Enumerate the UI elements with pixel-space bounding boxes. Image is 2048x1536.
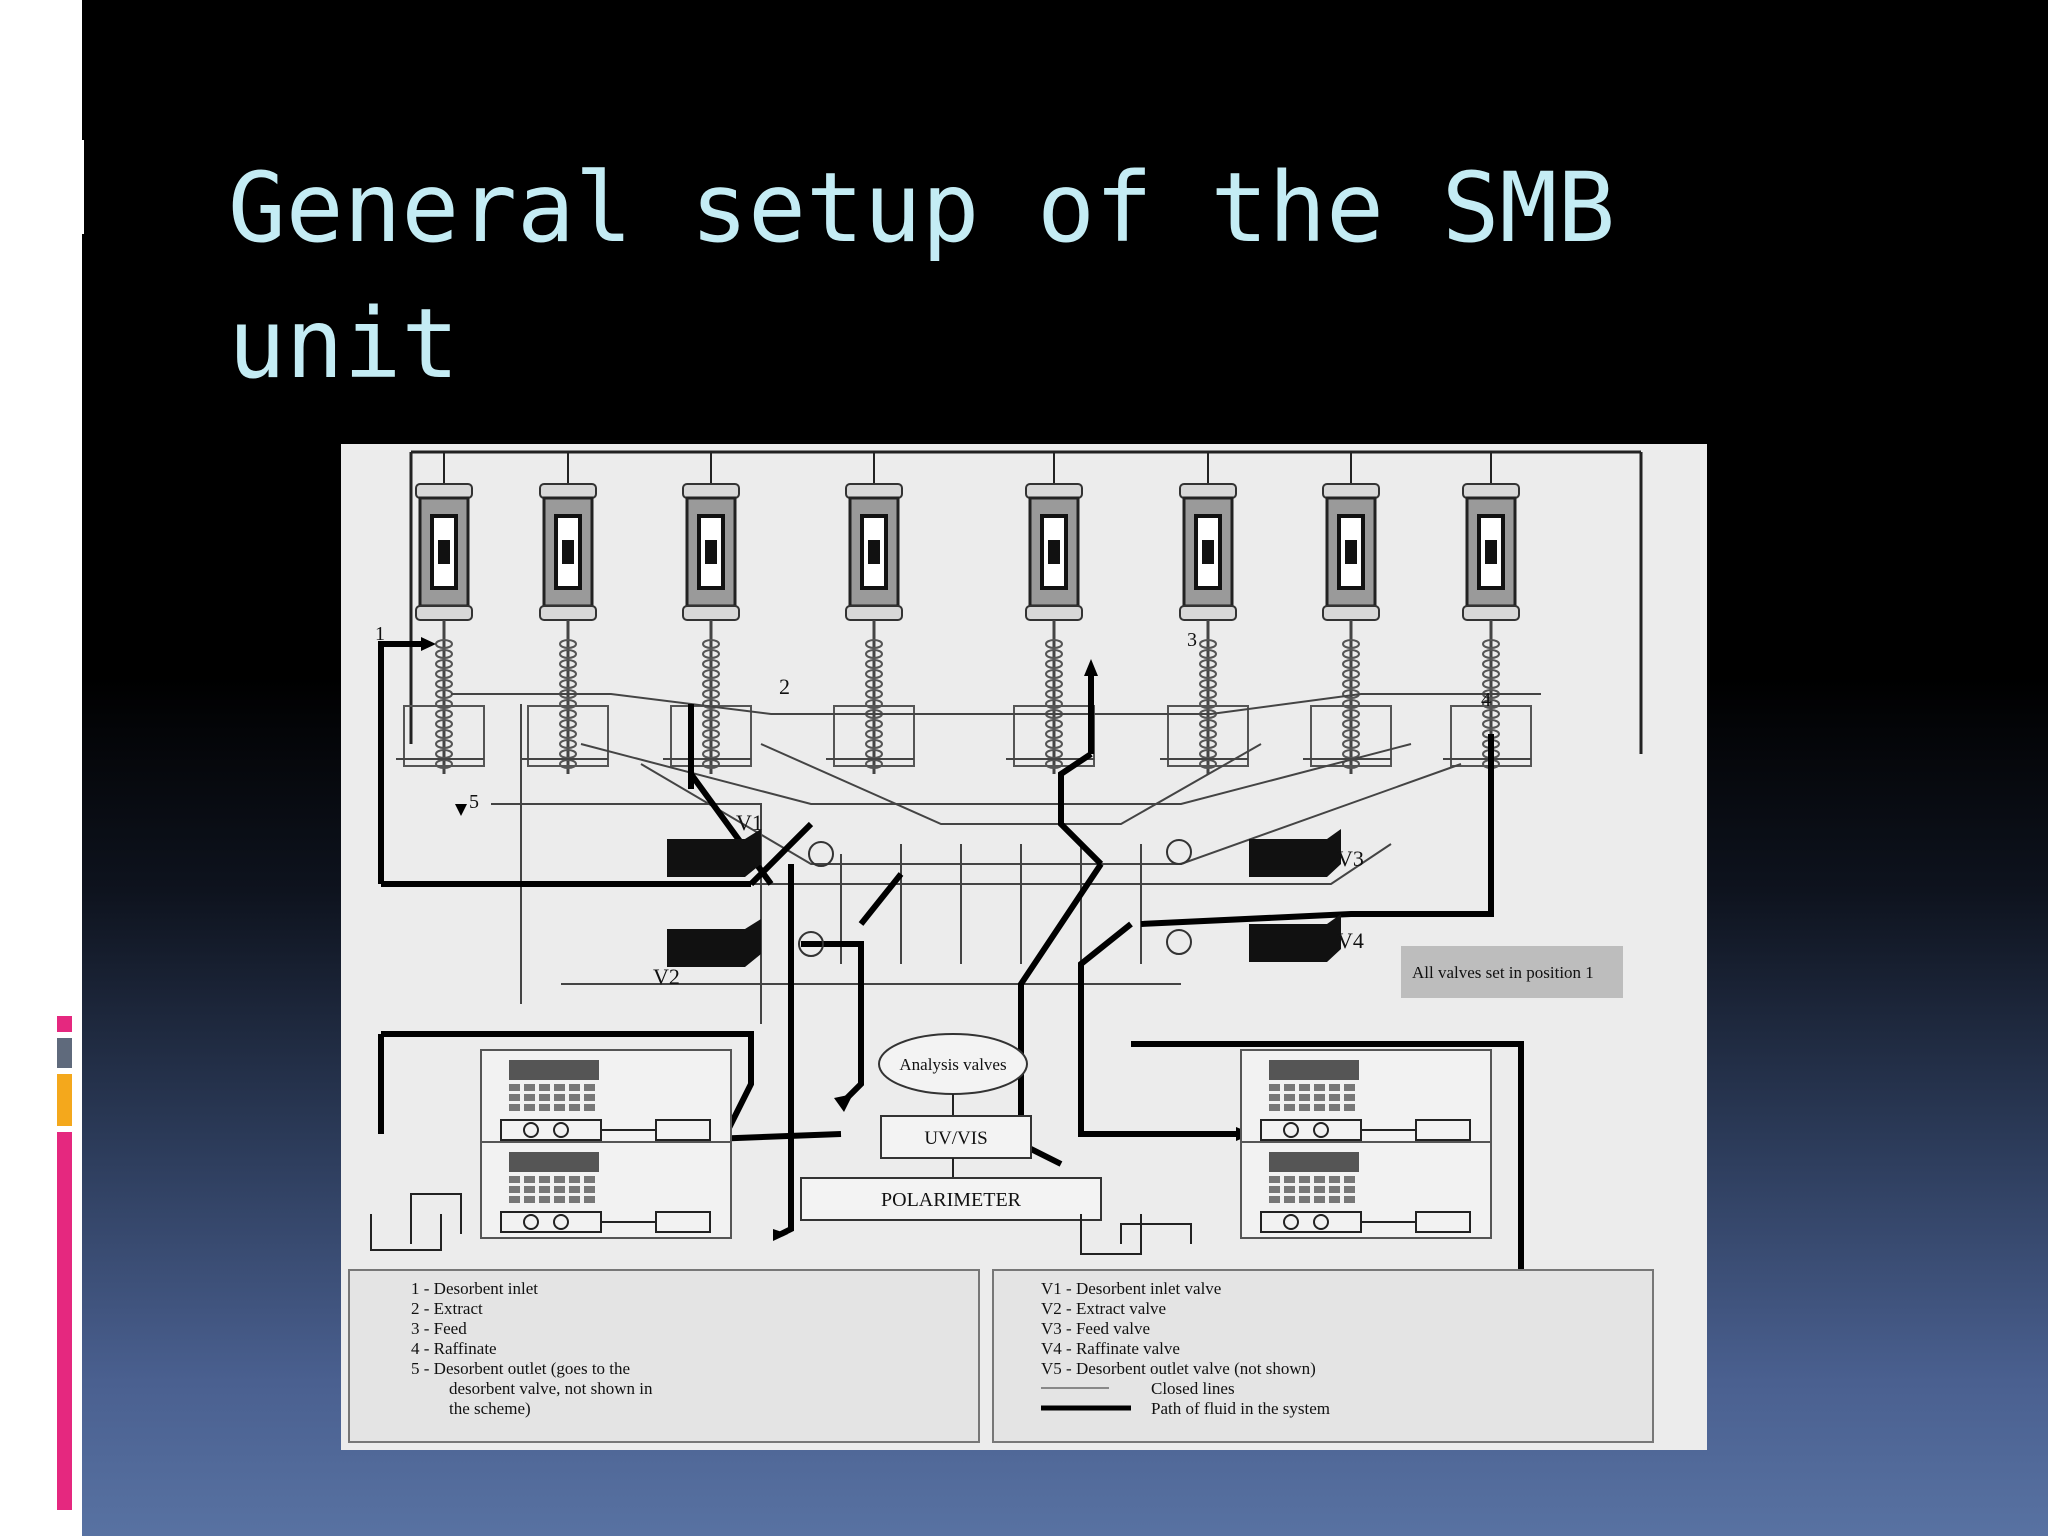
legend-left-line: 3 - Feed bbox=[411, 1319, 467, 1338]
legend-left: 1 - Desorbent inlet 2 - Extract 3 - Feed… bbox=[411, 1279, 653, 1418]
legend-right-line: Path of fluid in the system bbox=[1151, 1399, 1330, 1418]
column bbox=[663, 452, 752, 774]
stream-label-2: 2 bbox=[779, 674, 790, 699]
column bbox=[1006, 452, 1095, 774]
legend-left-line: 5 - Desorbent outlet (goes to the bbox=[411, 1359, 630, 1378]
column bbox=[826, 452, 915, 774]
legend-right-line: Closed lines bbox=[1151, 1379, 1235, 1398]
column-array bbox=[396, 452, 1532, 774]
stream-label-5: 5 bbox=[469, 791, 479, 813]
window-frame-icon bbox=[46, 140, 84, 234]
legend-right-line: V1 - Desorbent inlet valve bbox=[1041, 1279, 1221, 1298]
valve-hubs bbox=[798, 839, 1192, 957]
top-manifold-line bbox=[409, 450, 1643, 754]
legend-right-line: V2 - Extract valve bbox=[1041, 1299, 1166, 1318]
stream-label-1: 1 bbox=[375, 623, 385, 645]
legend-left-line: 2 - Extract bbox=[411, 1299, 483, 1318]
legend-right-line: V5 - Desorbent outlet valve (not shown) bbox=[1041, 1359, 1316, 1378]
decoration-bar-gray bbox=[57, 1038, 72, 1068]
uvvis-box bbox=[880, 1115, 1032, 1159]
pump-unit bbox=[1240, 1141, 1492, 1239]
decoration-bar-pink bbox=[57, 1132, 72, 1510]
valve-label-v1: V1 bbox=[736, 810, 763, 835]
legend-left-line: the scheme) bbox=[449, 1399, 531, 1418]
uvvis-label: UV/VIS bbox=[924, 1128, 987, 1149]
analysis-valves-label: Analysis valves bbox=[899, 1055, 1006, 1074]
stream-label-3: 3 bbox=[1187, 629, 1197, 651]
pump-unit bbox=[480, 1049, 732, 1147]
pump-unit bbox=[1240, 1049, 1492, 1147]
legend-left-line: desorbent valve, not shown in bbox=[449, 1379, 653, 1398]
valve-label-v2: V2 bbox=[653, 964, 680, 989]
pump-units bbox=[480, 1049, 1492, 1239]
legend-left-line: 1 - Desorbent inlet bbox=[411, 1279, 538, 1298]
column bbox=[1160, 452, 1249, 774]
decoration-bar-orange bbox=[57, 1074, 72, 1126]
valve-blocks bbox=[667, 829, 1341, 967]
legend-right-line: V4 - Raffinate valve bbox=[1041, 1339, 1180, 1358]
valve-note-box bbox=[1401, 946, 1623, 998]
column bbox=[396, 452, 485, 774]
valve-label-v3: V3 bbox=[1337, 846, 1364, 871]
legend-left-line: 4 - Raffinate bbox=[411, 1339, 497, 1358]
left-decoration-strip bbox=[0, 0, 82, 1536]
smb-unit-diagram: V1 V2 V3 V4 1 2 3 4 5 All valves set in … bbox=[341, 444, 1707, 1450]
stream-label-4: 4 bbox=[1481, 689, 1491, 711]
slide-title: General setup of the SMB unit bbox=[228, 152, 1616, 400]
decoration-bar-pink-top bbox=[57, 1016, 72, 1032]
pump-unit bbox=[480, 1141, 732, 1239]
reservoirs bbox=[370, 1193, 1192, 1255]
smb-schematic: V1 V2 V3 V4 1 2 3 4 5 All valves set in … bbox=[348, 450, 1654, 1443]
column bbox=[1443, 452, 1532, 774]
valve-note: All valves set in position 1 bbox=[1412, 963, 1594, 982]
column bbox=[520, 452, 609, 774]
legend-right-line: V3 - Feed valve bbox=[1041, 1319, 1150, 1338]
polarimeter-label: POLARIMETER bbox=[881, 1189, 1022, 1211]
legend-right-box bbox=[992, 1269, 1654, 1443]
valve-label-v4: V4 bbox=[1337, 928, 1364, 953]
legend-right: V1 - Desorbent inlet valve V2 - Extract … bbox=[1041, 1279, 1330, 1418]
polarimeter-box bbox=[800, 1177, 1102, 1221]
valve-piping bbox=[451, 693, 1541, 1024]
legend-left-box bbox=[348, 1269, 980, 1443]
column bbox=[1303, 452, 1392, 774]
